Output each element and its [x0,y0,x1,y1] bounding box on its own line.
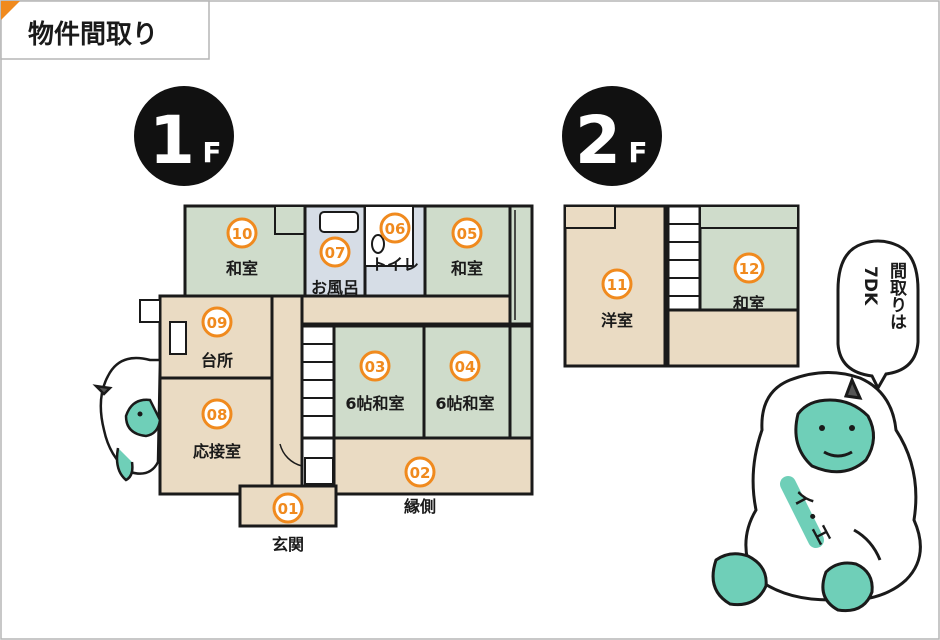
floor-suffix: F [202,136,221,169]
room-badge [226,217,258,249]
room-number: 03 [365,358,386,376]
shoe-cupboard [304,457,334,485]
room-badge [379,212,411,244]
mascot-large-foot-left [711,552,768,607]
page-title: 物件間取り [28,20,158,50]
room-number: 09 [207,314,228,332]
mascot-large-mouth [823,450,853,458]
room-badge [201,398,233,430]
room-number: 10 [232,225,253,243]
room-number: 12 [739,260,760,278]
room-badge [201,306,233,338]
mascot-small-illustration [92,356,162,482]
room-name: トイレ [371,255,419,274]
mascot-large-arm [853,528,882,561]
room-name: 6帖和室 [345,394,404,413]
mascot-small-face [124,398,162,438]
toilet-icon [371,234,385,254]
room-name: 台所 [201,351,233,370]
header-corner-accent [1,1,20,20]
mascot-sash [780,476,824,548]
room-name: 玄関 [272,535,304,554]
room-number: 05 [457,225,478,243]
room-name: お風呂 [311,278,359,297]
room-badge [451,217,483,249]
room-badge [733,252,765,284]
room-name: 和室 [226,259,258,278]
sink-icon [169,321,187,355]
room-name: 和室 [733,294,765,313]
room-badge [319,236,351,268]
mascot-large-horn [843,376,863,400]
room-number: 07 [325,244,346,262]
mascot-large-illustration: イ・エ [711,370,922,613]
floor-badge-2f: 2 F [562,86,662,186]
room-labels: 10 和室 07 お風呂 06 トイレ 05 和室 09 台所 03 6帖和室 … [193,212,765,554]
room-number: 06 [385,220,406,238]
room-04-area [422,324,512,440]
mascot-large-eye [849,425,855,431]
floor-plan-2f [563,204,800,368]
room-name: 6帖和室 [435,394,494,413]
mascot-large-foot-right [821,561,874,613]
room-number: 11 [607,276,628,294]
room-05-engawa [508,204,534,326]
header-box [0,0,210,60]
speech-line-1: 間取りは [886,262,907,330]
room-name: 縁側 [404,497,436,516]
speech-bubble: 間取りは 7DK [836,239,920,392]
room-badge [449,350,481,382]
room-number: 01 [278,500,299,518]
staircase-1f [300,324,336,440]
room-03-area [332,324,426,440]
floor-badge-circle [134,86,234,186]
mascot-small-eye [137,411,143,417]
bathtub-icon [319,211,359,233]
room-number: 08 [207,406,228,424]
room-badge [359,350,391,382]
floor-suffix: F [628,136,647,169]
room-number: 02 [410,464,431,482]
room-badge [272,492,304,524]
mascot-large-face [794,398,875,474]
header-tab: 物件間取り [0,0,210,60]
speech-line-2: 7DK [860,266,880,306]
room-08-area [158,376,274,496]
floor-number: 1 [149,102,195,179]
room-name: 和室 [451,259,483,278]
corridor-2f [666,308,800,368]
room-12-closet [699,205,799,229]
room-badge [404,456,436,488]
speech-bubble-shape [836,239,920,392]
mascot-small-horn [92,384,113,396]
floor-badge-1f: 1 F [134,86,234,186]
room-10-closet [274,205,306,235]
room-badge [601,268,633,300]
hallway-upper [270,294,512,326]
room-name: 応接室 [193,442,241,461]
room-name: 洋室 [601,311,633,330]
door-swing [279,443,303,467]
staircase-2f [666,204,702,312]
mascot-small-hand [115,447,134,482]
room-11-closet [564,205,616,229]
room-04-closet [508,324,534,440]
floor-number: 2 [575,102,621,179]
room-number: 04 [455,358,476,376]
floor-badge-circle [562,86,662,186]
kitchen-door [139,299,161,323]
mascot-large-eye [819,425,825,431]
